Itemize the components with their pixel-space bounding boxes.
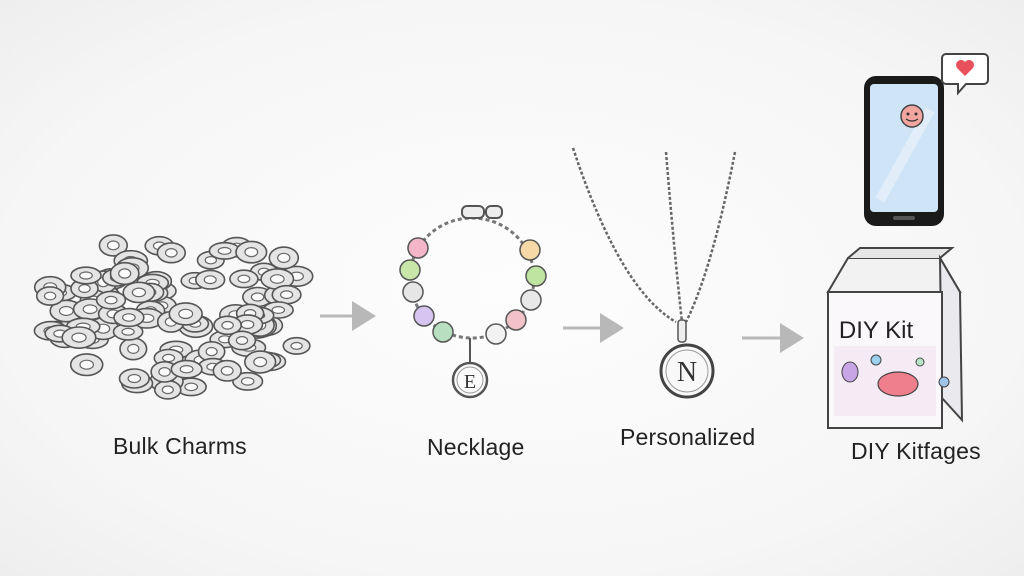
charm-ring-hole	[43, 291, 57, 301]
charm-ring-hole	[205, 346, 218, 357]
charm-ring-hole	[79, 359, 94, 370]
charm-ring-hole	[204, 256, 217, 265]
charm-ring-hole	[131, 287, 147, 298]
charm-ring-hole	[121, 313, 136, 322]
charm-ring-hole	[269, 274, 285, 284]
charm-ring-hole	[280, 290, 294, 300]
charm-ring-hole	[250, 292, 265, 302]
charm-ring-hole	[221, 320, 234, 330]
charm-ring-hole	[203, 275, 217, 285]
charm-bracelet: E	[399, 205, 547, 399]
bracelet-pendant-letter: E	[464, 371, 476, 393]
charm-ring-hole	[106, 240, 120, 251]
charm-ring-hole	[118, 268, 132, 279]
diy-kit-box: DIY Kit	[826, 247, 964, 429]
kit-box-label: DIY Kit	[839, 317, 914, 344]
charm-ring-hole	[184, 382, 199, 392]
heart-icon	[956, 60, 974, 76]
charm-ring-hole	[58, 305, 74, 317]
charm-ring-hole	[178, 308, 194, 320]
charm-ring-hole	[71, 332, 87, 343]
charm-ring-hole	[127, 373, 142, 384]
charm-ring-hole	[161, 385, 174, 395]
charm-ring-hole	[240, 377, 255, 386]
charm-ring-hole	[121, 327, 135, 336]
step-label-personalized: Personalized	[620, 424, 756, 450]
charm-ring-hole	[253, 356, 268, 368]
charm-ring-hole	[158, 367, 171, 377]
charm-ring-hole	[164, 248, 178, 258]
charm-ring-hole	[217, 246, 232, 255]
smartphone-illustration	[864, 76, 944, 226]
charm-ring-hole	[127, 343, 140, 354]
charm-ring-hole	[220, 365, 234, 376]
step-label-diy-kitfages: DIY Kitfages	[851, 438, 981, 464]
bulk-charms-pile	[33, 234, 314, 400]
heart-notification-bubble	[941, 53, 989, 96]
charm-ring-hole	[271, 306, 286, 315]
charm-ring-hole	[79, 271, 93, 280]
charm-ring-hole	[240, 319, 255, 330]
charm-ring-hole	[244, 247, 259, 258]
charm-ring-hole	[237, 274, 251, 284]
charm-ring-hole	[235, 336, 249, 346]
necklace-pendant-letter: N	[677, 357, 697, 388]
charm-ring-hole	[290, 341, 303, 350]
charm-ring-hole	[104, 295, 118, 305]
charm-ring-hole	[162, 353, 176, 363]
charm-ring-hole	[82, 304, 98, 315]
charm-ring-hole	[179, 365, 194, 374]
step-label-bulk-charms: Bulk Charms	[113, 433, 247, 459]
charm-ring-hole	[277, 252, 291, 264]
personalized-necklace: N	[571, 147, 737, 399]
step-label-necklage: Necklage	[427, 434, 525, 460]
charm-ring-hole	[78, 284, 91, 294]
